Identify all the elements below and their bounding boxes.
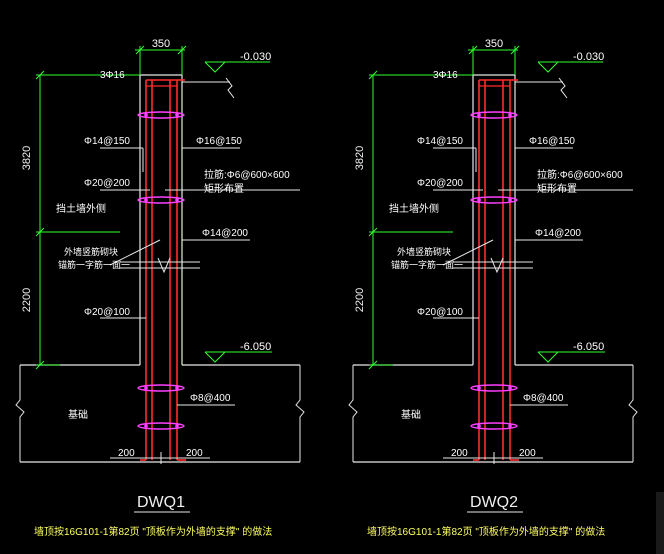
tie-bar-0 bbox=[470, 111, 518, 119]
left-horizontal-rebar-label: Φ20@200 bbox=[84, 178, 130, 189]
dim-tick-v-2 bbox=[368, 360, 378, 370]
break-symbol bbox=[558, 77, 568, 99]
top-bars-label: 3Φ16 bbox=[100, 70, 125, 81]
tie-dot-r-1 bbox=[175, 198, 179, 202]
detail-title: DWQ1 bbox=[137, 494, 185, 511]
left-horizontal-rebar-label: Φ20@200 bbox=[417, 178, 463, 189]
tie-dot-r-2 bbox=[508, 386, 512, 390]
tie-layout-label: 矩形布置 bbox=[204, 182, 244, 195]
tie-dot-r-0 bbox=[175, 113, 179, 117]
detail-title: DWQ2 bbox=[470, 494, 518, 511]
break-symbol bbox=[225, 77, 235, 99]
stirrup-label: Φ8@400 bbox=[190, 393, 231, 404]
tie-bar-1 bbox=[137, 196, 185, 204]
right-lower-rebar-label: Φ14@200 bbox=[535, 228, 581, 239]
height-upper-dim: 3820 bbox=[21, 146, 33, 170]
waterproof-note-2: 锚筋一字筋一面一 bbox=[58, 259, 130, 270]
width-dimension: 350 bbox=[152, 38, 170, 50]
height-lower-dim: 2200 bbox=[21, 288, 33, 312]
retained-soil-label: 挡土墙外侧 bbox=[56, 202, 106, 215]
height-lower-dim: 2200 bbox=[354, 288, 366, 312]
top-level-label: -0.030 bbox=[240, 51, 271, 63]
dim-tick-v-1 bbox=[35, 227, 45, 237]
tie-dot-l-1 bbox=[144, 198, 148, 202]
foundation-break-left bbox=[15, 365, 25, 462]
tie-dot-l-0 bbox=[144, 113, 148, 117]
tie-dot-r-2 bbox=[175, 386, 179, 390]
tie-dot-l-2 bbox=[144, 386, 148, 390]
waterstop-zigzag bbox=[490, 257, 504, 274]
tie-bar-1 bbox=[470, 196, 518, 204]
foundation-label: 基础 bbox=[68, 408, 88, 421]
dim-tick-v-0 bbox=[35, 70, 45, 80]
tie-layout-label: 矩形布置 bbox=[537, 182, 577, 195]
tie-bar-2 bbox=[470, 384, 518, 392]
dim-tick-h-1 bbox=[177, 45, 187, 55]
bottom-level-label: -6.050 bbox=[573, 341, 604, 353]
dim-tick-v-1 bbox=[368, 227, 378, 237]
tie-bar-label: 拉筋:Φ6@600×600 bbox=[537, 168, 623, 181]
tie-bar-3 bbox=[137, 422, 185, 430]
right-vertical-rebar-label: Φ16@150 bbox=[196, 136, 242, 147]
stirrup-label: Φ8@400 bbox=[523, 393, 564, 404]
tie-bar-3 bbox=[470, 422, 518, 430]
top-bars-label: 3Φ16 bbox=[433, 70, 458, 81]
dim-tick-h-1 bbox=[510, 45, 520, 55]
tie-dot-r-0 bbox=[508, 113, 512, 117]
dim-tick-h-0 bbox=[135, 45, 145, 55]
left-vertical-rebar-label: Φ14@150 bbox=[417, 136, 463, 147]
left-lower-rebar-label: Φ20@100 bbox=[417, 307, 463, 318]
dim-left-200: 200 bbox=[451, 448, 468, 459]
foundation-break-right bbox=[628, 365, 638, 462]
tie-bar-label: 拉筋:Φ6@600×600 bbox=[204, 168, 290, 181]
width-dimension: 350 bbox=[485, 38, 503, 50]
retained-soil-label: 挡土墙外侧 bbox=[389, 202, 439, 215]
left-lower-rebar-label: Φ20@100 bbox=[84, 307, 130, 318]
scrollbar-strip[interactable] bbox=[656, 492, 664, 554]
waterproof-note-2: 锚筋一字筋一面一 bbox=[391, 259, 463, 270]
right-vertical-rebar-label: Φ16@150 bbox=[529, 136, 575, 147]
leader-waterproof bbox=[442, 239, 494, 266]
tie-dot-l-2 bbox=[477, 386, 481, 390]
dim-right-200: 200 bbox=[519, 448, 536, 459]
wall-top-note: 墙顶按16G101-1第82页 "顶板作为外墙的支撑" 的做法 bbox=[34, 525, 272, 538]
right-lower-rebar-label: Φ14@200 bbox=[202, 228, 248, 239]
dim-left-200: 200 bbox=[118, 448, 135, 459]
tie-bar-0 bbox=[137, 111, 185, 119]
top-level-label: -0.030 bbox=[573, 51, 604, 63]
level-marker-bottom bbox=[204, 351, 227, 363]
foundation-break-right bbox=[295, 365, 305, 462]
tie-dot-l-3 bbox=[144, 424, 148, 428]
dim-right-200: 200 bbox=[186, 448, 203, 459]
left-vertical-rebar-label: Φ14@150 bbox=[84, 136, 130, 147]
tie-dot-l-3 bbox=[477, 424, 481, 428]
bottom-level-label: -6.050 bbox=[240, 341, 271, 353]
level-marker-top bbox=[537, 61, 560, 73]
waterstop-zigzag bbox=[157, 257, 171, 274]
tie-dot-l-0 bbox=[477, 113, 481, 117]
foundation-break-left bbox=[348, 365, 358, 462]
height-upper-dim: 3820 bbox=[354, 146, 366, 170]
foundation-label: 基础 bbox=[401, 408, 421, 421]
tie-dot-r-3 bbox=[175, 424, 179, 428]
wall-top-note: 墙顶按16G101-1第82页 "顶板作为外墙的支撑" 的做法 bbox=[367, 525, 605, 538]
dim-tick-v-2 bbox=[35, 360, 45, 370]
tie-dot-r-3 bbox=[508, 424, 512, 428]
waterproof-note-1: 外墙竖筋砌块 bbox=[64, 246, 118, 257]
tie-dot-l-1 bbox=[477, 198, 481, 202]
tie-dot-r-1 bbox=[508, 198, 512, 202]
level-marker-top bbox=[204, 61, 227, 73]
dim-tick-v-0 bbox=[368, 70, 378, 80]
waterproof-note-1: 外墙竖筋砌块 bbox=[397, 246, 451, 257]
level-marker-bottom bbox=[537, 351, 560, 363]
tie-bar-2 bbox=[137, 384, 185, 392]
dim-tick-h-0 bbox=[468, 45, 478, 55]
leader-waterproof bbox=[109, 239, 161, 266]
